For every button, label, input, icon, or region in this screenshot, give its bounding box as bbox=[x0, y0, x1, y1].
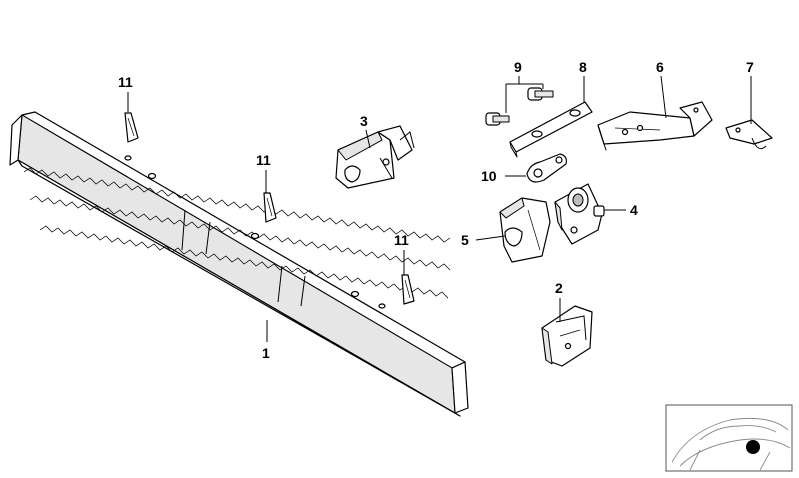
part-4-hinge-pin bbox=[554, 183, 605, 245]
car-location-inset bbox=[665, 404, 793, 472]
part-11-clip-c bbox=[401, 274, 415, 305]
callout-11-left: 11 bbox=[118, 74, 133, 90]
part-5-hinge-half bbox=[499, 197, 551, 263]
callout-8: 8 bbox=[579, 59, 587, 75]
callout-5: 5 bbox=[461, 232, 469, 248]
callout-2: 2 bbox=[555, 280, 563, 296]
part-6-angled-bracket bbox=[597, 101, 713, 151]
callout-4: 4 bbox=[630, 202, 638, 218]
screw-upper bbox=[527, 87, 554, 101]
callout-11-right: 11 bbox=[394, 232, 409, 248]
part-11-clip-a bbox=[124, 112, 139, 143]
part-9-screws bbox=[485, 87, 554, 126]
callout-labels: 11 11 11 1 3 9 8 6 7 10 4 5 2 bbox=[118, 59, 754, 361]
callout-10: 10 bbox=[481, 168, 497, 184]
callout-9: 9 bbox=[514, 59, 522, 75]
callout-1: 1 bbox=[262, 345, 270, 361]
callout-11-middle: 11 bbox=[256, 152, 271, 168]
part-8-bar-link bbox=[509, 101, 593, 158]
callout-7: 7 bbox=[746, 59, 754, 75]
part-3-hinge-bracket bbox=[335, 125, 415, 189]
part-7-clip bbox=[725, 119, 773, 150]
callout-6: 6 bbox=[656, 59, 664, 75]
callout-3: 3 bbox=[360, 113, 368, 129]
screw-lower bbox=[485, 112, 510, 126]
part-1-rail bbox=[9, 111, 469, 417]
part-2-bracket bbox=[541, 305, 593, 367]
location-marker-icon bbox=[746, 440, 760, 454]
part-11-clip-b bbox=[263, 192, 277, 223]
leader-lines bbox=[127, 75, 752, 342]
part-10-lever bbox=[526, 153, 567, 183]
